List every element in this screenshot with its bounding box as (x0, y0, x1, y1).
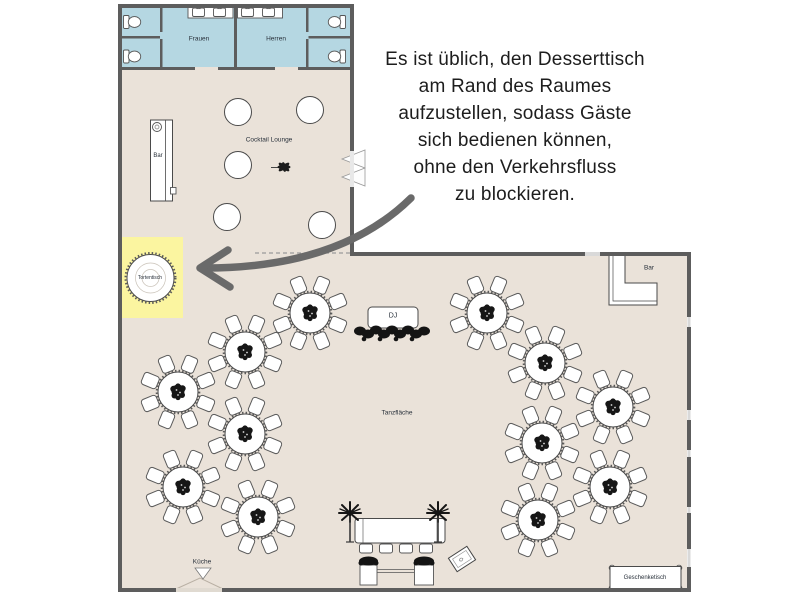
annotation-line: ohne den Verkehrsfluss (413, 157, 617, 178)
garland (354, 325, 430, 342)
arrow-annotation (196, 194, 415, 291)
head-table (338, 501, 450, 554)
walls (118, 4, 691, 592)
plant-icon (271, 162, 291, 172)
label-frauen: Frauen (188, 35, 210, 43)
flower-icon (152, 122, 162, 132)
label-cocktail-lounge: Cocktail Lounge (245, 136, 293, 144)
dj-booth (354, 306, 430, 342)
annotation-line: Es ist üblich, den Desserttisch (385, 49, 645, 70)
annotation-line: aufzustellen, sodass Gäste (398, 103, 632, 124)
label-tortentisch: Tortentisch (137, 275, 163, 281)
annotation-text: Es ist üblich, den Desserttisch am Rand … (360, 46, 670, 208)
cocktail-table (224, 151, 252, 179)
card-sign (447, 545, 477, 573)
label-kueche: Küche (192, 558, 212, 566)
label-herren: Herren (266, 35, 286, 43)
label-bar-right: Bar (643, 264, 655, 272)
flower-bench (358, 556, 435, 586)
cocktail-table (308, 211, 336, 239)
cake-table (124, 252, 177, 304)
bar-counter-left (150, 119, 177, 202)
wall-openings (176, 151, 691, 592)
cocktail-table (213, 203, 241, 231)
annotation-line: am Rand des Raumes (418, 76, 612, 97)
annotation-line: zu blockieren. (454, 184, 576, 205)
kitchen-door (175, 567, 224, 590)
annotation-line: sich bedienen können, (417, 130, 613, 151)
label-dj: DJ (388, 312, 398, 320)
cocktail-table (296, 96, 324, 124)
cocktail-table (224, 98, 252, 126)
label-bar-left: Bar (153, 153, 163, 159)
label-geschenketisch: Geschenketisch (623, 575, 667, 581)
label-tanzflaeche: Tanzfläche (381, 409, 413, 417)
bar-stool (170, 187, 177, 195)
